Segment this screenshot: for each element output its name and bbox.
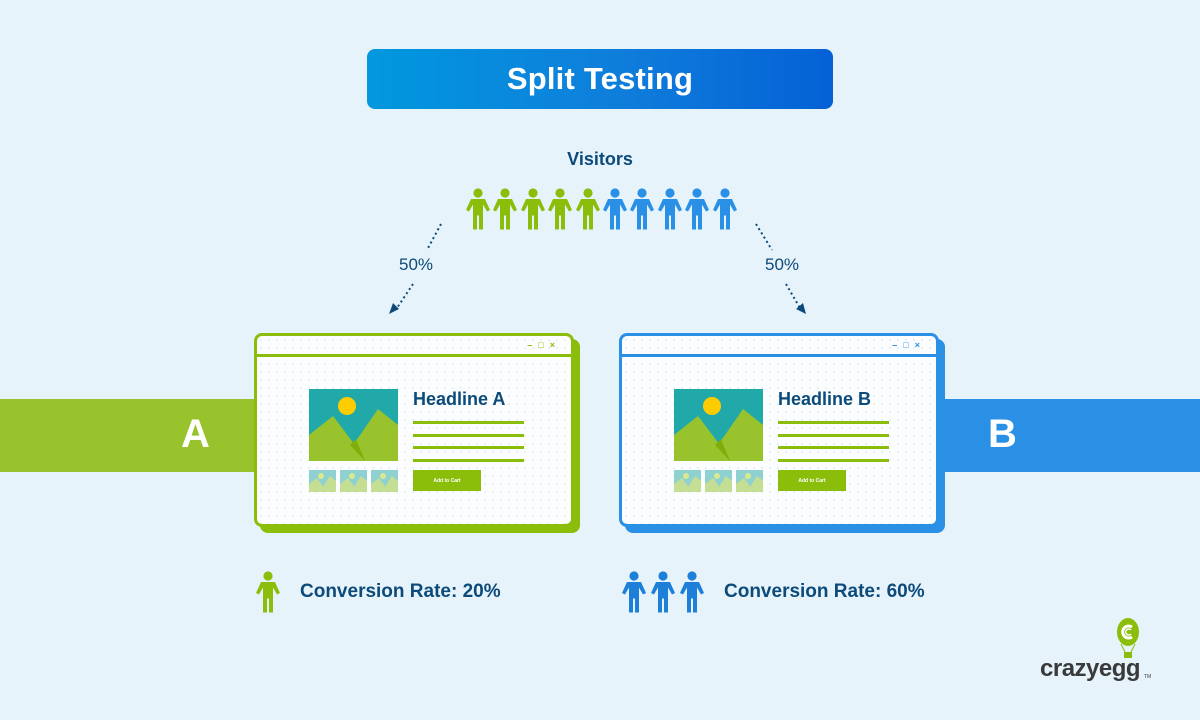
variant-a-band: A — [0, 399, 256, 472]
split-percent-left: 50% — [399, 255, 434, 274]
thumbnail-image-icon — [674, 470, 701, 492]
variant-b-window: – □ × Headline B Add to Cart — [619, 333, 939, 527]
window-titlebar: – □ × — [257, 336, 571, 357]
thumbnail-row — [674, 470, 763, 492]
thumbnail-row — [309, 470, 398, 492]
person-icon — [256, 571, 280, 613]
person-icon — [651, 571, 675, 613]
person-icon — [548, 188, 572, 230]
person-icon — [493, 188, 517, 230]
variant-a-conversion: Conversion Rate: 20% — [256, 571, 501, 613]
thumbnail-image-icon — [705, 470, 732, 492]
visitors-label: Visitors — [567, 149, 633, 169]
hero-image-icon — [674, 389, 763, 461]
person-icon — [521, 188, 545, 230]
hero-image-icon — [309, 389, 398, 461]
window-titlebar: – □ × — [622, 336, 936, 357]
person-icon — [658, 188, 682, 230]
maximize-icon: □ — [538, 339, 544, 350]
person-icon — [630, 188, 654, 230]
trademark: TM — [1144, 674, 1152, 680]
person-icon — [622, 571, 646, 613]
balloon-icon — [1117, 618, 1139, 658]
conversion-rate-b: Conversion Rate: 60% — [724, 581, 925, 602]
title-banner: Split Testing — [367, 49, 833, 109]
headline: Headline A — [413, 389, 506, 409]
visitors-row — [466, 188, 737, 230]
person-icon — [713, 188, 737, 230]
thumbnail-image-icon — [371, 470, 398, 492]
maximize-icon: □ — [903, 339, 909, 350]
text-placeholder-lines — [413, 421, 524, 471]
person-icon — [680, 571, 704, 613]
crazyegg-logo: crazyegg TM — [1040, 615, 1170, 695]
variant-b-band: B — [940, 399, 1200, 472]
thumbnail-image-icon — [309, 470, 336, 492]
person-icon — [466, 188, 490, 230]
add-to-cart-button: Add to Cart — [413, 470, 481, 491]
thumbnail-image-icon — [736, 470, 763, 492]
add-to-cart-button: Add to Cart — [778, 470, 846, 491]
minimize-icon: – — [527, 339, 533, 350]
split-percent-right: 50% — [765, 255, 800, 274]
dotted-arrow-left-icon — [389, 223, 442, 314]
variant-a-window: – □ × Headline A Add to Cart — [254, 333, 574, 527]
conversion-rate-a: Conversion Rate: 20% — [300, 581, 501, 602]
variant-a-letter: A — [181, 412, 210, 456]
page-title: Split Testing — [506, 61, 694, 96]
variant-b-letter: B — [988, 412, 1017, 456]
headline: Headline B — [778, 389, 872, 409]
text-placeholder-lines — [778, 421, 889, 471]
close-icon: × — [914, 339, 920, 350]
minimize-icon: – — [892, 339, 898, 350]
person-icon — [576, 188, 600, 230]
person-icon — [685, 188, 709, 230]
thumbnail-image-icon — [340, 470, 367, 492]
person-icon — [603, 188, 627, 230]
variant-b-conversion: Conversion Rate: 60% — [622, 571, 925, 613]
logo-text: crazyegg — [1040, 655, 1141, 682]
dotted-arrow-right-icon — [755, 223, 806, 314]
close-icon: × — [549, 339, 555, 350]
